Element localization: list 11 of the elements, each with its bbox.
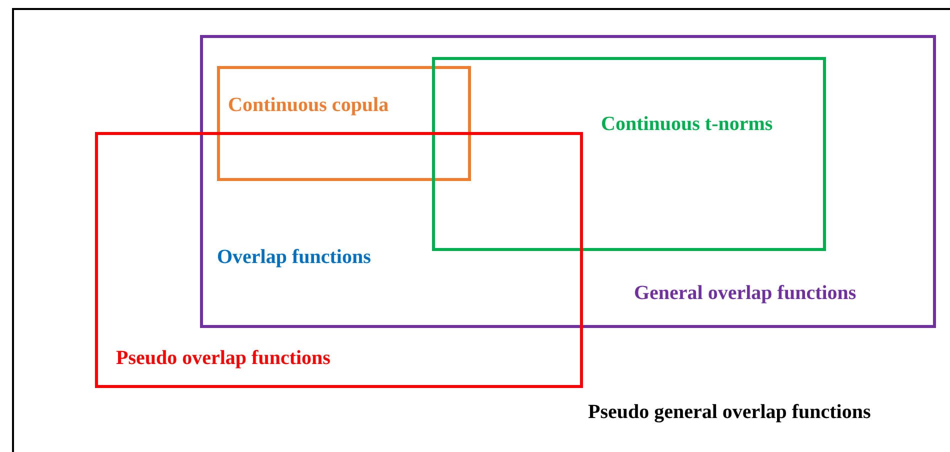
set-box [95, 132, 583, 388]
set-label: Pseudo general overlap functions [588, 400, 871, 424]
set-label: Continuous copula [228, 93, 389, 117]
set-box [217, 66, 471, 181]
set-label: Pseudo overlap functions [116, 346, 330, 370]
region-label: Overlap functions [217, 245, 371, 269]
set-box [12, 8, 950, 452]
set-label: General overlap functions [634, 281, 856, 305]
set-box [200, 35, 936, 328]
set-label: Continuous t-norms [601, 112, 773, 136]
set-box [432, 57, 826, 251]
